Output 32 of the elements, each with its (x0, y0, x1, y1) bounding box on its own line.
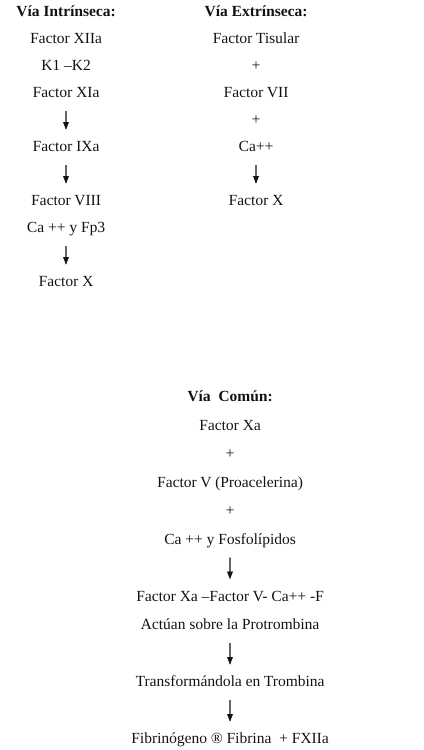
factor-text: Factor V (Proacelerina) (157, 474, 303, 492)
factor-text: Ca ++ y Fp3 (26, 219, 106, 237)
factor-text: Factor XIa (32, 84, 100, 102)
arrow (62, 246, 70, 265)
arrow (62, 111, 70, 130)
arrow (226, 643, 234, 665)
factor-text: Factor Tisular (212, 30, 300, 48)
factor-text: Factor VII (224, 84, 288, 102)
arrow (226, 700, 234, 722)
factor-text: Transformándola en Trombina (136, 673, 324, 691)
factor-text: Factor XIIa (30, 30, 102, 48)
plus-sign: + (226, 502, 234, 520)
arrow (226, 558, 234, 580)
factor-text: Factor Xa –Factor V- Ca++ -F (136, 588, 324, 606)
pathway-heading: Vía Extrínseca: (204, 3, 308, 21)
factor-text: Factor VIII (31, 192, 101, 210)
pathway-heading: Vía Intrínseca: (16, 3, 116, 21)
plus-sign: + (226, 445, 234, 463)
plus-sign: + (252, 57, 260, 75)
arrow (252, 165, 260, 184)
factor-text: Factor X (228, 192, 284, 210)
factor-text: Factor X (38, 273, 94, 291)
plus-sign: + (252, 111, 260, 129)
factor-text: Fibrinógeno ® Fibrina + FXIIa (131, 730, 329, 748)
arrow (62, 165, 70, 184)
factor-text: Factor IXa (32, 138, 100, 156)
pathway-heading: Vía Común: (187, 388, 273, 406)
factor-text: Ca++ (238, 138, 274, 156)
factor-text: K1 –K2 (41, 57, 91, 75)
factor-text: Ca ++ y Fosfolípidos (164, 530, 296, 548)
factor-text: Actúan sobre la Protrombina (140, 616, 320, 634)
factor-text: Factor Xa (199, 416, 261, 434)
